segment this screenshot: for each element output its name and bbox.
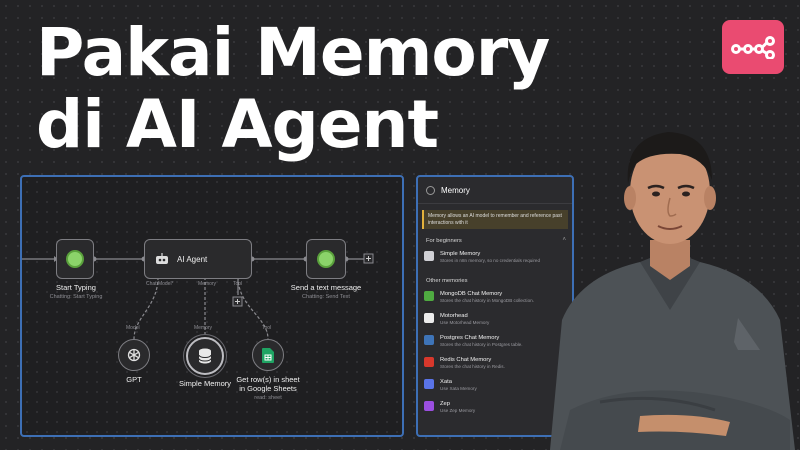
chat-trigger-icon: [66, 250, 84, 268]
memory-item-name: Motorhead: [440, 313, 468, 319]
memory-item-desc: Use Motorhead Memory: [440, 319, 490, 325]
section-beginners-label: For beginners: [426, 238, 462, 244]
trigger-subtitle: Chatting: Start Typing: [49, 294, 103, 300]
memory-item-desc: Stores the chat history in Postgres tabl…: [440, 341, 523, 347]
gpt-node[interactable]: [118, 339, 150, 371]
postgres-icon: [424, 335, 434, 345]
robot-icon: [156, 253, 168, 264]
headline-line-2: di AI Agent: [36, 86, 439, 163]
memory-item-name: Simple Memory: [440, 251, 481, 257]
section-other: Other memories: [426, 278, 468, 284]
database-icon: [424, 251, 434, 261]
back-icon[interactable]: [426, 185, 435, 195]
simple-memory-node[interactable]: [186, 337, 224, 375]
database-icon: [198, 348, 212, 364]
sheets-subtitle: read: sheet: [254, 395, 282, 401]
memory-panel-header: Memory: [418, 177, 572, 204]
memory-item-desc: Use Xata Memory: [440, 385, 477, 391]
simple-memory-title: Simple Memory: [178, 379, 232, 388]
memory-item-desc: Use Zep Memory: [440, 407, 476, 413]
headline-line-1: Pakai Memory: [36, 14, 550, 91]
memory-item-desc: Stores the chat history in MongoDB colle…: [440, 297, 534, 303]
google-sheets-icon: [262, 347, 274, 363]
memory-panel: Memory Memory allows an AI model to reme…: [416, 175, 574, 437]
send-title: Send a text message: [290, 283, 362, 292]
section-beginners[interactable]: For beginners ˄: [418, 235, 572, 247]
sheets-title-1: Get row(s) in sheet: [236, 375, 300, 384]
trigger-node[interactable]: [56, 239, 94, 279]
memory-panel-title: Memory: [441, 185, 470, 195]
memory-item-name: Postgres Chat Memory: [440, 335, 500, 341]
model-tag: Model: [126, 325, 140, 331]
tool-tag: Tool: [262, 325, 272, 331]
chevron-up-icon: ˄: [562, 237, 566, 243]
memory-tag: Memory: [194, 325, 213, 331]
sheets-title-2: in Google Sheets: [239, 384, 297, 393]
memory-item-desc: Stores the chat history in Redis.: [440, 363, 505, 369]
memory-item-name: Zep: [440, 401, 450, 407]
ai-agent-node[interactable]: AI Agent: [144, 239, 252, 279]
motorhead-icon: [424, 313, 434, 323]
memory-item-name: Redis Chat Memory: [440, 357, 492, 363]
n8n-logo-icon: [722, 20, 784, 74]
xata-icon: [424, 379, 434, 389]
memory-info-note: Memory allows an AI model to remember an…: [422, 210, 568, 229]
redis-icon: [424, 357, 434, 367]
send-message-node[interactable]: [306, 239, 346, 279]
memory-item-name: MongoDB Chat Memory: [440, 291, 503, 297]
memory-item-desc: Stores in n8n memory, so no credentials …: [440, 257, 541, 263]
trigger-title: Start Typing: [56, 283, 96, 292]
gpt-title: GPT: [126, 375, 142, 384]
port-memory: Memory: [198, 281, 217, 287]
send-subtitle: Chatting: Send Text: [302, 294, 350, 300]
port-chat-model: Chat Model*: [146, 281, 174, 287]
port-tool: Tool: [233, 281, 243, 287]
openai-icon: [127, 348, 141, 362]
presenter-photo: [550, 132, 795, 450]
zep-icon: [424, 401, 434, 411]
google-sheets-node[interactable]: [252, 339, 284, 371]
mongodb-icon: [424, 291, 434, 301]
memory-item-name: Xata: [440, 379, 452, 385]
ai-agent-title: AI Agent: [177, 254, 208, 264]
chat-send-icon: [317, 250, 335, 268]
workflow-canvas[interactable]: Start Typing Chatting: Start Typing AI A…: [20, 175, 404, 437]
